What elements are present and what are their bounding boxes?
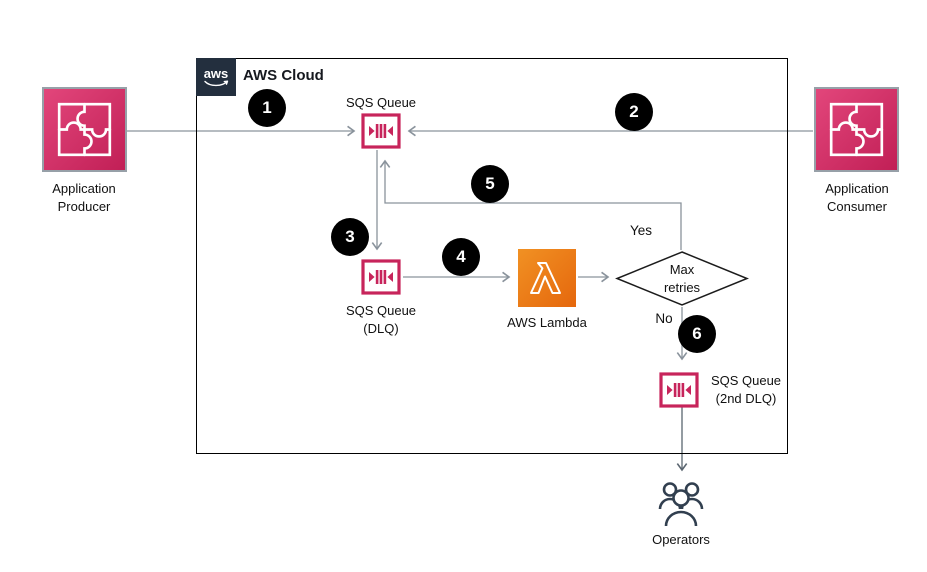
step-badge-6: 6	[678, 315, 716, 353]
application-producer-label: Application Producer	[52, 181, 116, 214]
application-consumer-label: Application Consumer	[825, 181, 889, 214]
edge-decision-yes-to-sqs	[379, 159, 682, 250]
aws-logo: aws	[196, 58, 236, 96]
sqs-queue-icon	[361, 113, 401, 149]
step-badge-4: 4	[442, 238, 480, 276]
aws-cloud-title: AWS Cloud	[243, 67, 324, 84]
lambda-label: AWS Lambda	[507, 315, 587, 330]
puzzle-icon	[816, 89, 897, 170]
sqs-dlq-icon	[361, 259, 401, 295]
aws-cloud-box	[196, 58, 788, 454]
lambda-icon	[518, 249, 576, 307]
operators-label: Operators	[652, 532, 710, 547]
sqs-queue-label: SQS Queue	[345, 95, 417, 110]
sqs-dlq2-icon	[659, 372, 699, 408]
decision-label: Max retries	[663, 262, 701, 295]
aws-logo-icon: aws	[204, 66, 229, 87]
application-consumer-icon	[814, 87, 899, 172]
step-badge-5: 5	[471, 165, 509, 203]
sqs-dlq-label: SQS Queue (DLQ)	[345, 303, 417, 336]
aws-logo-text: aws	[204, 66, 229, 81]
step-badge-3: 3	[331, 218, 369, 256]
puzzle-icon	[44, 89, 125, 170]
step-badge-1: 1	[248, 89, 286, 127]
decision-diamond	[615, 251, 749, 306]
yes-branch-label: Yes	[629, 223, 653, 238]
application-producer-icon	[42, 87, 127, 172]
step-badge-2: 2	[615, 93, 653, 131]
sqs-dlq2-label: SQS Queue (2nd DLQ)	[710, 373, 782, 406]
operators-icon	[654, 479, 708, 531]
no-branch-label: No	[655, 311, 673, 326]
